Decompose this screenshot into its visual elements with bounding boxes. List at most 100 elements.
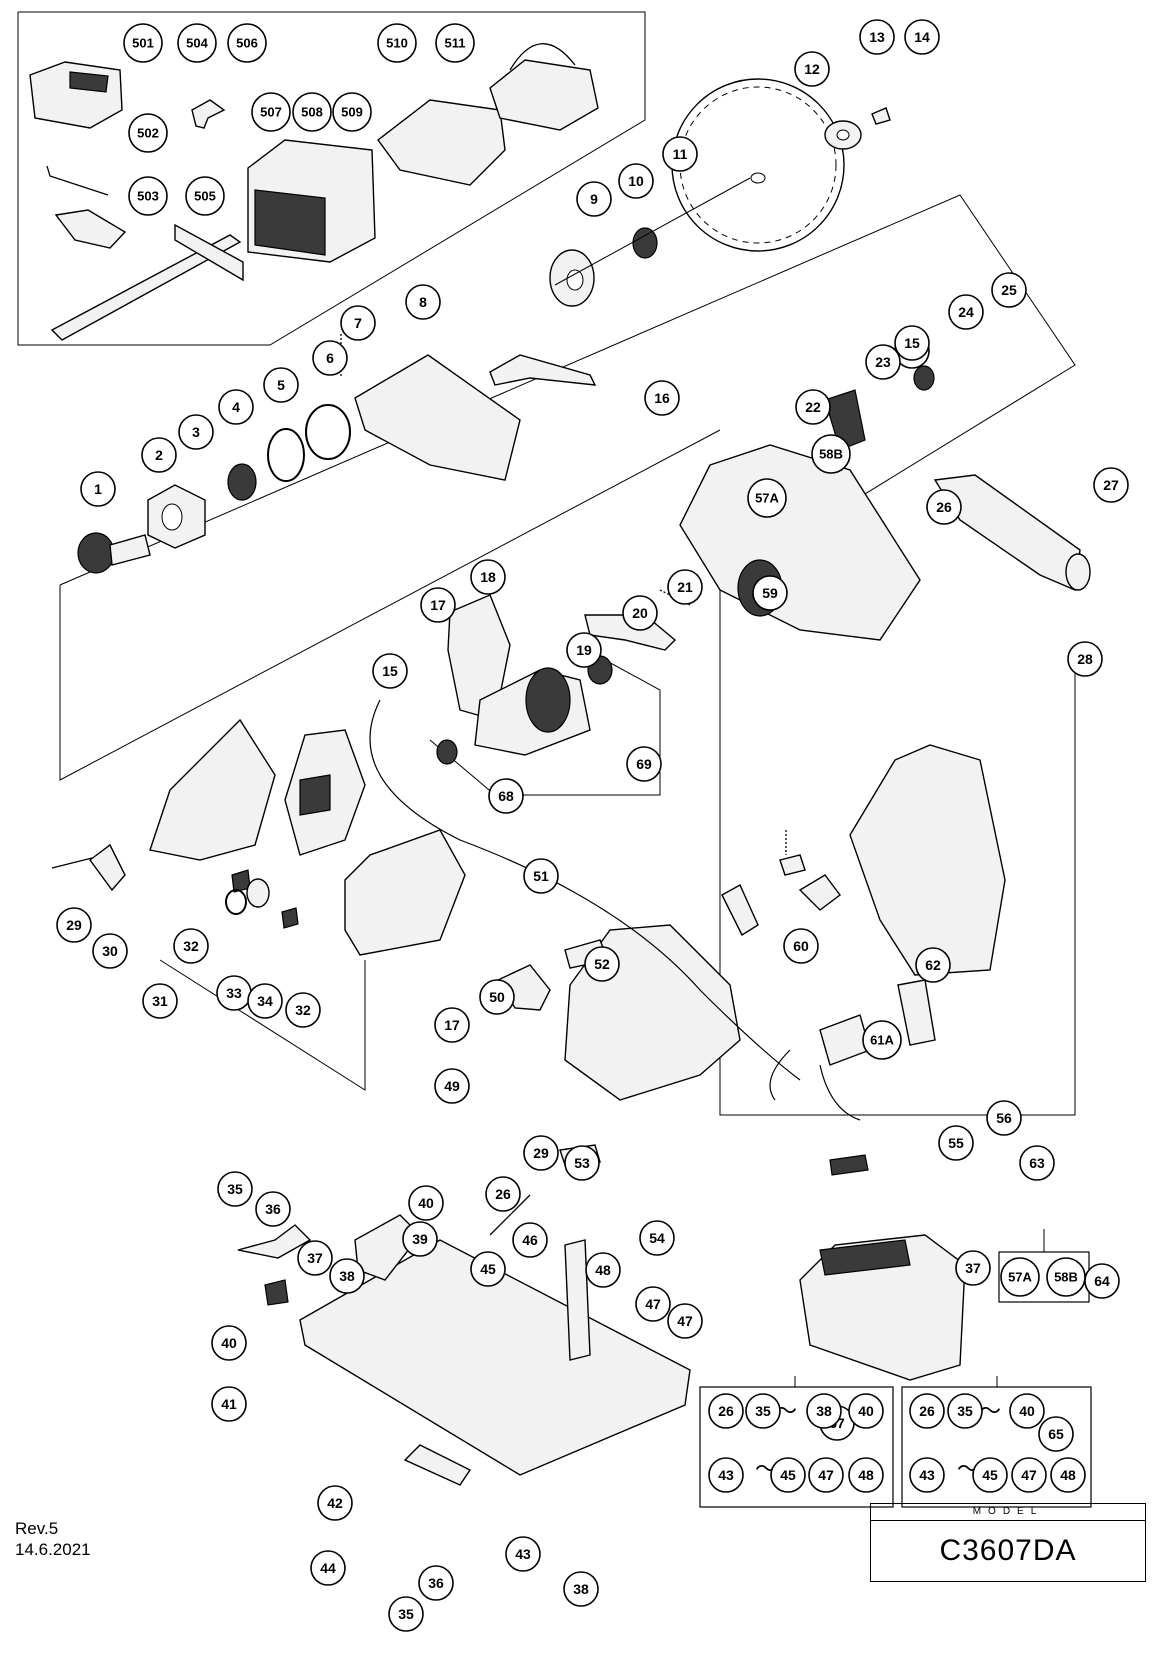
kit-66-item-26: 26 [909,1393,945,1429]
saw-blade-part [671,78,845,252]
callout-35: 35 [388,1596,424,1632]
svg-text:42: 42 [327,1495,343,1511]
svg-text:59: 59 [762,585,778,601]
bushing-part [246,878,270,908]
svg-text:509: 509 [341,105,363,120]
svg-text:501: 501 [132,36,154,51]
svg-text:24: 24 [958,304,974,320]
callout-502: 502 [128,113,168,153]
kit-65-item-40: 40 [848,1393,884,1429]
svg-text:63: 63 [1029,1155,1045,1171]
svg-text:44: 44 [320,1560,336,1576]
svg-text:23: 23 [875,354,891,370]
svg-text:6: 6 [326,350,334,366]
callout-56: 56 [986,1100,1022,1136]
inner-flange-part [632,227,658,259]
hook-part [89,843,126,892]
lever-a-part [237,1224,312,1259]
callout-32: 32 [173,928,209,964]
kit-66-item-43: 43 [909,1457,945,1493]
case-insert-part [377,99,506,186]
svg-text:45: 45 [780,1467,796,1483]
callout-60: 60 [783,928,819,964]
callout-506: 506 [227,23,267,63]
retaining-ring-part [305,404,351,460]
callout-46: 46 [512,1222,548,1258]
svg-text:69: 69 [636,756,652,772]
callout-15: 15 [372,653,408,689]
callout-32: 32 [285,992,321,1028]
kit-67-item-57a: 57A [1000,1257,1040,1297]
svg-text:57A: 57A [1008,1270,1032,1285]
callout-23: 23 [865,344,901,380]
svg-text:508: 508 [301,105,323,120]
svg-text:15: 15 [904,335,920,351]
callout-26: 26 [485,1176,521,1212]
switch-part [798,874,841,911]
switch-housing-part [849,744,1006,976]
callout-13: 13 [859,19,895,55]
callout-505: 505 [185,176,225,216]
svg-text:31: 31 [152,993,168,1009]
svg-text:43: 43 [919,1467,935,1483]
svg-text:14: 14 [914,29,930,45]
key-clip-part [191,99,226,129]
callout-24: 24 [948,294,984,330]
callout-52: 52 [584,946,620,982]
depth-guide-part [54,209,127,249]
callout-510: 510 [377,23,417,63]
svg-text:45: 45 [982,1467,998,1483]
motor-cover-part [344,829,466,956]
bearing-rear-part [436,739,458,765]
model-label: MODEL [871,1504,1145,1521]
gear-cover-part [147,484,206,549]
connector-part [829,1154,869,1176]
kit-65-item-45: 45 [770,1457,806,1493]
battery-part [799,1234,966,1381]
armature-part [474,667,591,756]
callout-41: 41 [211,1386,247,1422]
revision-date: 14.6.2021 [15,1540,91,1559]
svg-text:5: 5 [277,377,285,393]
svg-text:40: 40 [858,1403,874,1419]
callout-49: 49 [434,1068,470,1104]
gear-shaft-part [77,532,151,574]
callout-2: 2 [141,437,177,473]
callout-48: 48 [585,1252,621,1288]
svg-text:56: 56 [996,1110,1012,1126]
svg-text:47: 47 [1021,1467,1037,1483]
blade-guard-part [354,354,521,481]
callout-64: 64 [1084,1263,1120,1299]
svg-text:26: 26 [919,1403,935,1419]
callout-8: 8 [405,284,441,320]
snap-ring-part [267,428,305,482]
svg-text:505: 505 [194,189,216,204]
callout-20: 20 [622,595,658,631]
svg-text:33: 33 [226,985,242,1001]
svg-text:11: 11 [673,146,688,162]
svg-text:43: 43 [515,1546,531,1562]
svg-text:21: 21 [677,579,693,595]
svg-text:47: 47 [818,1467,834,1483]
callout-15: 15 [894,325,930,361]
callout-31: 31 [142,983,178,1019]
wing-knob-part [264,1279,289,1306]
svg-text:507: 507 [260,105,282,120]
svg-text:13: 13 [869,29,885,45]
callout-33: 33 [216,975,252,1011]
svg-text:40: 40 [1019,1403,1035,1419]
callout-508: 508 [292,92,332,132]
callout-511: 511 [435,23,475,63]
callout-44: 44 [310,1550,346,1586]
svg-text:12: 12 [804,61,820,77]
callout-36: 36 [255,1191,291,1227]
saw-cover-part [679,444,921,641]
svg-text:35: 35 [398,1606,414,1622]
svg-text:46: 46 [522,1232,538,1248]
callout-7: 7 [340,305,376,341]
callout-12: 12 [794,51,830,87]
lever-part [824,389,866,451]
kit-66-item-47: 47 [1011,1457,1047,1493]
